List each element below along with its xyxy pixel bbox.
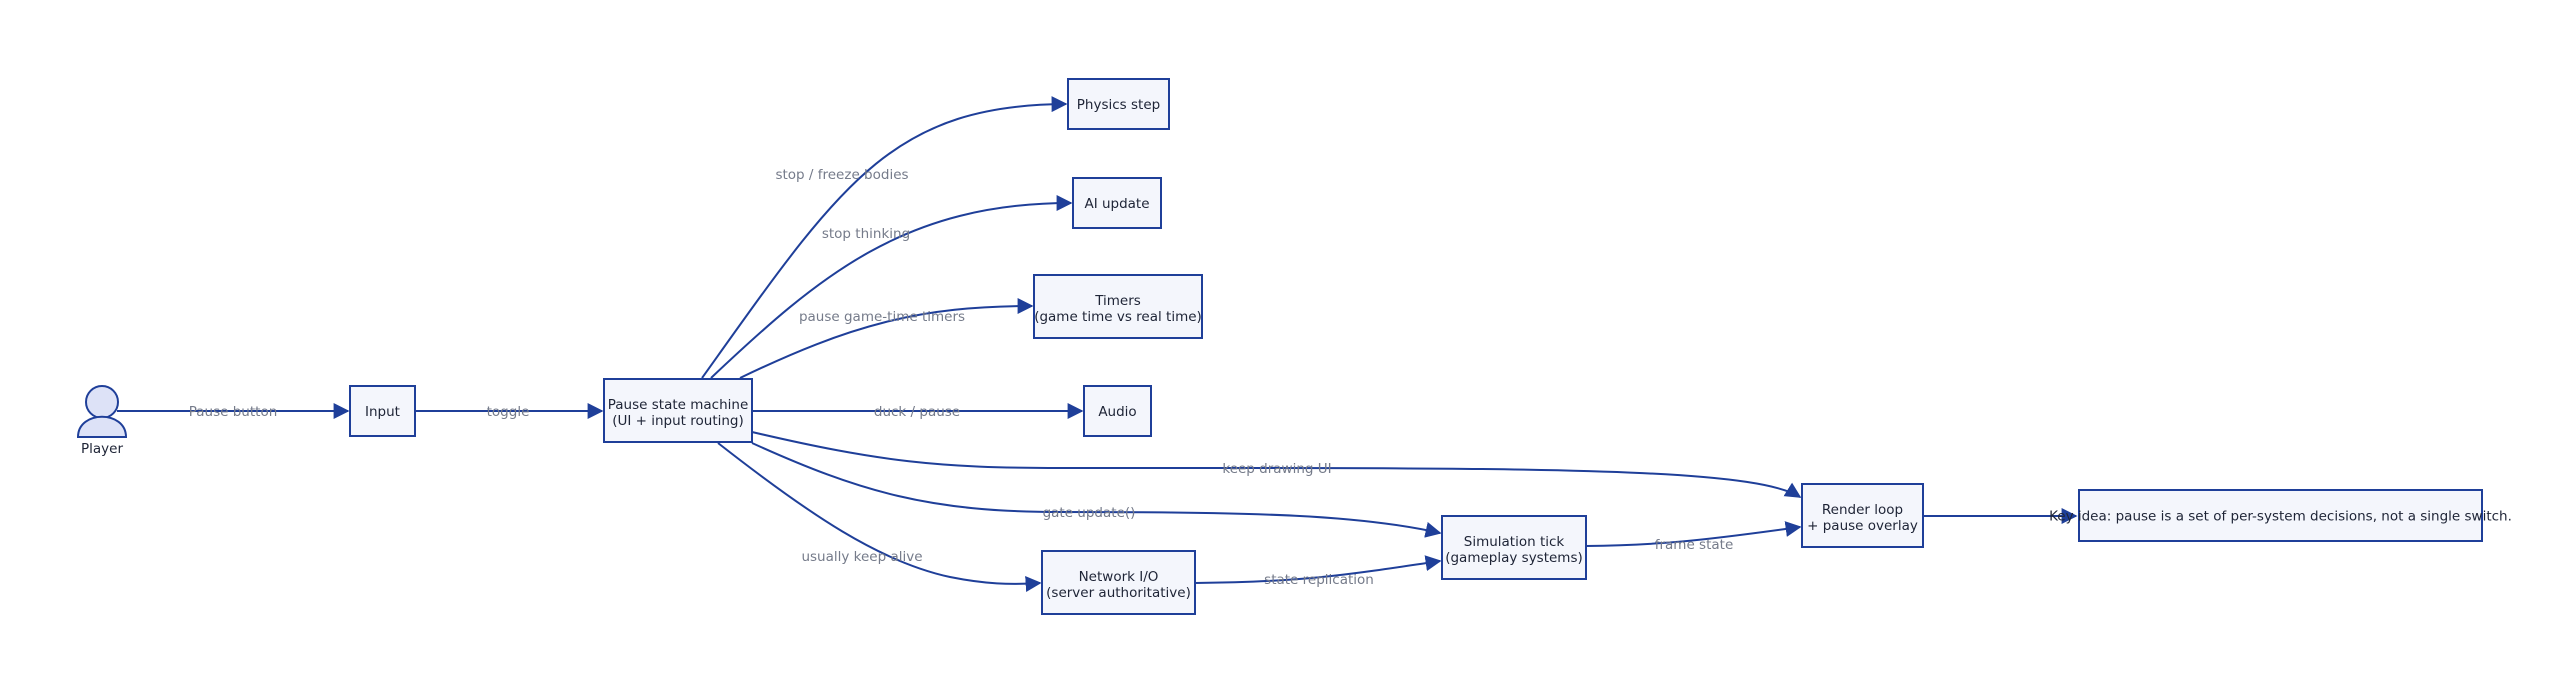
edge-line xyxy=(751,442,1442,538)
edge-label-keep-alive: usually keep alive xyxy=(801,549,922,565)
edge-label-stop-thinking: stop thinking xyxy=(822,226,910,242)
edge-line xyxy=(710,195,1073,379)
node-pause-state-machine-subtitle: (UI + input routing) xyxy=(612,413,744,429)
edge-pause-timers xyxy=(739,298,1034,379)
node-simulation-tick-subtitle: (gameplay systems) xyxy=(1445,550,1583,566)
node-network-io-subtitle: (server authoritative) xyxy=(1046,585,1191,601)
edge-line xyxy=(1194,555,1442,584)
edge-pause-sim xyxy=(751,442,1442,538)
edge-sim-render xyxy=(1585,521,1802,547)
node-render-loop: Render loop + pause overlay xyxy=(1801,483,1924,548)
node-key-idea-text: Key idea: pause is a set of per-system d… xyxy=(2049,509,2512,525)
edge-label-gate-update: gate update() xyxy=(1043,505,1136,521)
node-input: Input xyxy=(349,385,416,437)
edge-label-keep-drawing-ui: keep drawing UI xyxy=(1222,461,1331,477)
node-physics-step-label: Physics step xyxy=(1077,97,1160,113)
person-icon xyxy=(76,385,128,438)
edge-line xyxy=(1585,521,1802,547)
edge-label-toggle: toggle xyxy=(487,404,530,420)
node-pause-state-machine-title: Pause state machine xyxy=(608,397,749,413)
edge-pause-render xyxy=(751,431,1802,498)
node-simulation-tick: Simulation tick (gameplay systems) xyxy=(1441,515,1587,580)
edge-label-duck-pause: duck / pause xyxy=(874,404,960,420)
node-key-idea-note: Key idea: pause is a set of per-system d… xyxy=(2049,489,2512,542)
node-network-io: Network I/O (server authoritative) xyxy=(1041,550,1196,615)
edge-label-pause-timers: pause game-time timers xyxy=(799,309,965,325)
node-input-label: Input xyxy=(365,404,400,420)
edge-line xyxy=(717,442,1042,592)
node-pause-state-machine: Pause state machine (UI + input routing) xyxy=(603,378,753,443)
edge-pause-ai xyxy=(710,195,1073,379)
actor-label: Player xyxy=(81,441,123,457)
edge-pause-physics xyxy=(701,96,1068,379)
edge-label-pause-button: Pause button xyxy=(189,404,278,420)
node-audio-label: Audio xyxy=(1098,404,1136,420)
edge-line xyxy=(751,431,1802,498)
node-ai-update: AI update xyxy=(1072,177,1162,229)
actor-player: Player xyxy=(76,385,128,457)
node-timers-subtitle: (game time vs real time) xyxy=(1034,309,1202,325)
edge-network-sim xyxy=(1194,555,1442,584)
node-timers-title: Timers xyxy=(1094,293,1141,309)
node-network-io-title: Network I/O xyxy=(1079,569,1159,585)
edge-label-stop-freeze: stop / freeze bodies xyxy=(775,167,908,183)
node-render-loop-subtitle: + pause overlay xyxy=(1807,518,1918,534)
edge-pause-network xyxy=(717,442,1042,592)
node-ai-update-label: AI update xyxy=(1084,196,1149,212)
edge-label-state-replication: state replication xyxy=(1264,572,1374,588)
node-physics-step: Physics step xyxy=(1067,78,1170,130)
node-timers: Timers (game time vs real time) xyxy=(1033,274,1203,339)
node-audio: Audio xyxy=(1083,385,1152,437)
node-render-loop-title: Render loop xyxy=(1822,502,1903,518)
edge-line xyxy=(739,298,1034,379)
edge-line xyxy=(701,96,1068,379)
node-simulation-tick-title: Simulation tick xyxy=(1464,534,1565,550)
edge-label-frame-state: frame state xyxy=(1655,537,1734,553)
